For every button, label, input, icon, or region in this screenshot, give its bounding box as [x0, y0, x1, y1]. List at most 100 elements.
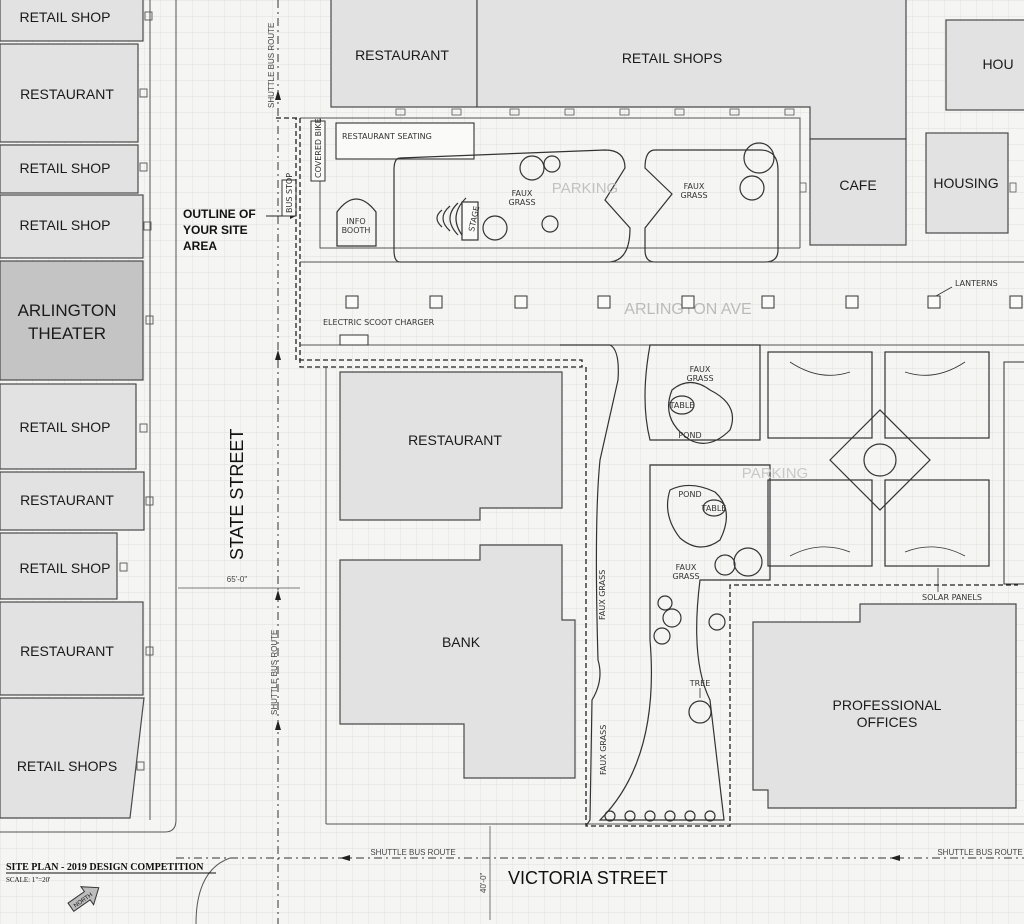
stage — [436, 197, 479, 241]
title-block: SITE PLAN - 2019 DESIGN COMPETITION SCAL… — [6, 862, 216, 912]
building-retail-shop-2 — [0, 144, 139, 194]
building-label: RETAIL SHOP — [19, 560, 110, 576]
pond-label-south: POND — [678, 490, 701, 499]
solar-panels-label: SOLAR PANELS — [922, 593, 982, 602]
theater-label-line1: ARLINGTON — [18, 301, 117, 320]
north-arrow-icon: NORTH — [67, 886, 100, 912]
building-label: RESTAURANT — [20, 86, 114, 102]
info-booth — [336, 198, 377, 247]
building-retail-shop-3 — [0, 194, 144, 259]
arlington-ave: ARLINGTON AVE LANTERNS ELECTRIC SCOOT CH… — [300, 261, 1024, 346]
covered-bike-rack — [310, 120, 326, 182]
lanterns — [345, 295, 1023, 309]
victoria-street-label: VICTORIA STREET — [508, 868, 668, 888]
south-buildings: RESTAURANT BANK PROFESSIONAL OFFICES — [325, 367, 1024, 825]
south-site-area: POND TABLE POND TABLE FAUX GRASS FAUX GR… — [560, 344, 1024, 827]
info-booth-label-1: INFO — [346, 217, 365, 226]
faux-grass-vertical-1: FAUX GRASS — [598, 570, 607, 620]
bus-stop-label: BUS STOP — [285, 173, 294, 213]
garden-north — [644, 344, 761, 441]
victoria-street: SHUTTLE BUS ROUTE SHUTTLE BUS ROUTE VICT… — [176, 826, 1024, 924]
west-buildings: RETAIL SHOP RESTAURANT RETAIL SHOP RETAI… — [0, 0, 177, 833]
table-south — [702, 499, 726, 517]
building-housing-north — [945, 19, 1024, 111]
building-label: HOUSING — [933, 175, 998, 191]
building-retail-shop-4 — [0, 383, 137, 470]
pond-label-north: POND — [678, 431, 701, 440]
faux-grass-label-4: GRASS — [680, 191, 707, 200]
faux-grass-label-6: GRASS — [686, 374, 713, 383]
building-label: RESTAURANT — [355, 47, 449, 63]
restaurant-seating-area — [335, 122, 475, 160]
pond-south — [667, 484, 727, 548]
site-outline-west — [276, 117, 583, 368]
shuttle-route-label-victoria: SHUTTLE BUS ROUTE — [370, 848, 455, 857]
faux-grass-label-7: FAUX — [676, 563, 697, 572]
building-restaurant-south — [339, 371, 563, 521]
walkway-west — [560, 344, 619, 827]
building-restaurant-north — [330, 0, 478, 108]
shuttle-route-label-north: SHUTTLE BUS ROUTE — [267, 23, 276, 108]
site-outline-line1: OUTLINE OF — [183, 207, 256, 221]
state-street-corridor: SHUTTLE BUS ROUTE SHUTTLE BUS ROUTE STAT… — [178, 0, 300, 924]
pond-north — [668, 381, 734, 444]
building-label: RESTAURANT — [408, 432, 502, 448]
building-cafe — [809, 138, 907, 246]
building-label: RETAIL SHOP — [19, 9, 110, 25]
scooter-charger-label: ELECTRIC SCOOT CHARGER — [323, 318, 435, 327]
professional-label-1: PROFESSIONAL — [833, 697, 942, 713]
tree-label: TREE — [689, 679, 711, 688]
faux-grass-label-2: GRASS — [508, 198, 535, 207]
trees-north — [482, 142, 775, 241]
site-outline-line3: AREA — [183, 239, 217, 253]
building-label: RETAIL SHOP — [19, 160, 110, 176]
building-restaurant-1 — [0, 43, 139, 143]
restaurant-seating-label: RESTAURANT SEATING — [342, 132, 432, 141]
garden-south — [598, 464, 771, 821]
faux-grass-vertical-2: FAUX GRASS — [599, 725, 608, 775]
arlington-ave-label: ARLINGTON AVE — [624, 301, 751, 318]
trees-south — [653, 547, 763, 724]
faux-grass-label-3: FAUX — [684, 182, 705, 191]
victoria-width-dimension: 40'-0" — [479, 872, 488, 893]
north-site-area: RESTAURANT SEATING COVERED BIKE BUS STOP… — [276, 117, 801, 368]
state-street-label: STATE STREET — [227, 429, 247, 560]
building-professional-offices — [752, 603, 1017, 809]
building-retail-shops-west — [0, 697, 145, 819]
scooter-charger — [339, 334, 369, 346]
table-label-north: TABLE — [669, 401, 695, 410]
building-label: RETAIL SHOP — [19, 419, 110, 435]
bollards — [604, 810, 716, 822]
building-housing — [925, 132, 1009, 234]
building-label: RETAIL SHOPS — [622, 50, 722, 66]
building-label: RETAIL SHOPS — [17, 758, 117, 774]
street-width-dimension: 65'-0" — [227, 575, 248, 584]
shuttle-route-label-victoria-east: SHUTTLE BUS ROUTE — [937, 848, 1022, 857]
table-north — [669, 395, 695, 415]
building-label: RESTAURANT — [20, 492, 114, 508]
building-label: BANK — [442, 634, 481, 650]
site-outline-line2: YOUR SITE — [183, 223, 248, 237]
faux-grass-label-1: FAUX — [512, 189, 533, 198]
parking-label-north: PARKING — [552, 180, 618, 197]
solar-housing — [767, 351, 990, 567]
plan-title: SITE PLAN - 2019 DESIGN COMPETITION — [6, 862, 204, 873]
professional-label-2: OFFICES — [857, 714, 918, 730]
building-restaurant-3 — [0, 601, 144, 696]
info-booth-label-2: BOOTH — [342, 226, 371, 235]
shuttle-route-label-south: SHUTTLE BUS ROUTE — [270, 630, 279, 715]
covered-bike-label: COVERED BIKE — [314, 118, 323, 178]
north-buildings: RESTAURANT RETAIL SHOPS HOU CAFE HOUSING — [330, 0, 1024, 246]
building-bank — [339, 544, 576, 779]
lanterns-label: LANTERNS — [955, 279, 998, 288]
building-retail-shop-1 — [0, 0, 144, 42]
building-label: RETAIL SHOP — [19, 217, 110, 233]
faux-grass-label-5: FAUX — [690, 365, 711, 374]
table-label-south: TABLE — [701, 504, 727, 513]
parking-label-south: PARKING — [742, 465, 808, 482]
building-label: RESTAURANT — [20, 643, 114, 659]
plan-scale: SCALE: 1"=20' — [6, 876, 50, 884]
building-retail-shop-5 — [0, 532, 118, 600]
site-outline-south — [585, 367, 1018, 827]
